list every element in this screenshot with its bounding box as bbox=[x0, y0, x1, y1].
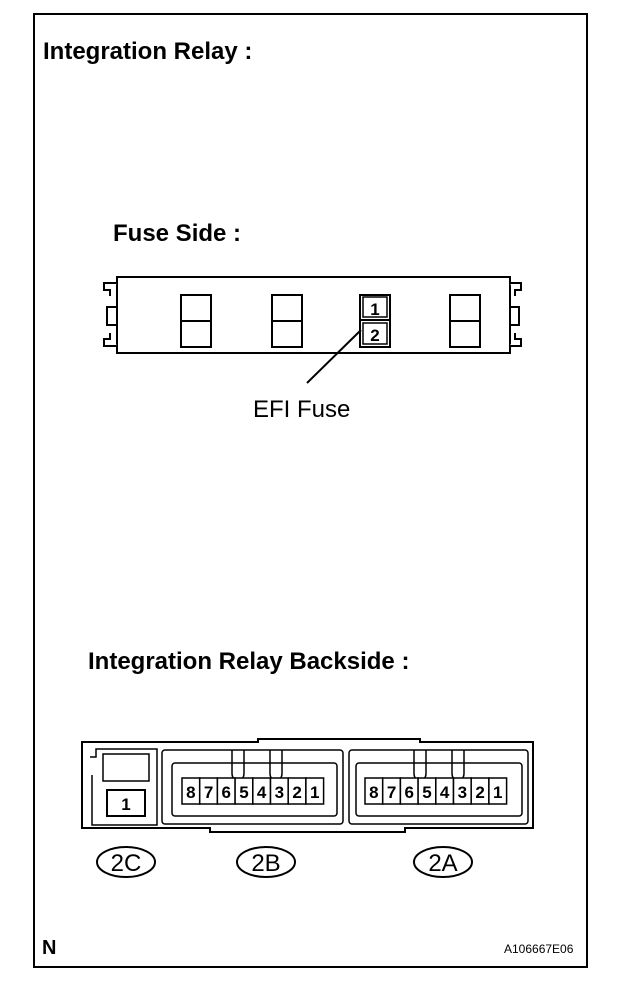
connector-2c-pin-1-cell bbox=[106, 789, 146, 817]
connector-2b-pin-5: 5 bbox=[239, 783, 248, 802]
connector-2a-badge bbox=[413, 846, 473, 878]
diagram-frame bbox=[33, 13, 588, 968]
backside-label: Integration Relay Backside : bbox=[88, 648, 410, 675]
connector-2b-pin-2: 2 bbox=[292, 783, 301, 802]
connector-2a-pin-8: 8 bbox=[369, 783, 378, 802]
efi-fuse-callout: EFI Fuse bbox=[253, 396, 351, 423]
connector-2a-pin-2: 2 bbox=[475, 783, 484, 802]
fuse-block-clip-right-top bbox=[510, 282, 522, 296]
connector-2b-inner-frame bbox=[171, 762, 338, 817]
connector-2b-badge bbox=[236, 846, 296, 878]
fuse-block-clip-right-bottom bbox=[510, 333, 522, 347]
connector-2b-housing bbox=[161, 749, 344, 825]
fuse-block-clip-left-bottom bbox=[103, 333, 117, 347]
connector-2a-pin-7: 7 bbox=[387, 783, 396, 802]
connector-2b-pin-7: 7 bbox=[204, 783, 213, 802]
efi-fuse-terminal-1: 1 bbox=[370, 300, 379, 319]
connector-2c-upper-cavity bbox=[102, 753, 150, 782]
fuse-block-clip-left-mid bbox=[106, 306, 118, 326]
orientation-mark: N bbox=[42, 937, 57, 959]
connector-2b-pin-1: 1 bbox=[310, 783, 319, 802]
connector-2b-id: 2B bbox=[251, 850, 280, 877]
connector-2b-pin-6: 6 bbox=[222, 783, 231, 802]
connector-2a-pin-5: 5 bbox=[422, 783, 431, 802]
connector-2c-badge bbox=[96, 846, 156, 878]
connector-2a-housing bbox=[348, 749, 529, 825]
figure-code: A106667E06 bbox=[504, 942, 574, 956]
connector-2b-pin-8: 8 bbox=[186, 783, 195, 802]
connector-2a-pin-cell bbox=[488, 777, 508, 805]
efi-fuse-leader-line bbox=[306, 329, 362, 384]
connector-2c-pin-1: 1 bbox=[121, 795, 130, 814]
fuse-block-clip-right-mid bbox=[509, 306, 520, 326]
connector-2a-pin-1: 1 bbox=[493, 783, 502, 802]
connector-2a-pin-4: 4 bbox=[440, 783, 450, 802]
connector-2b-pin-cell bbox=[305, 777, 325, 805]
page-title: Integration Relay : bbox=[43, 38, 253, 65]
connector-2b-pin-3: 3 bbox=[275, 783, 284, 802]
connector-2a-pin-3: 3 bbox=[458, 783, 467, 802]
fuse-block-clip-left-top bbox=[103, 282, 117, 296]
fuse-side-label: Fuse Side : bbox=[113, 220, 242, 247]
connector-2c-id: 2C bbox=[111, 850, 142, 877]
connector-2b-pin-4: 4 bbox=[257, 783, 267, 802]
connector-2c-housing bbox=[90, 748, 158, 826]
connector-2a-inner-frame bbox=[355, 762, 523, 817]
connector-2a-id: 2A bbox=[428, 850, 457, 877]
efi-fuse-terminal-2: 2 bbox=[370, 326, 379, 345]
connector-2a-pin-6: 6 bbox=[405, 783, 414, 802]
